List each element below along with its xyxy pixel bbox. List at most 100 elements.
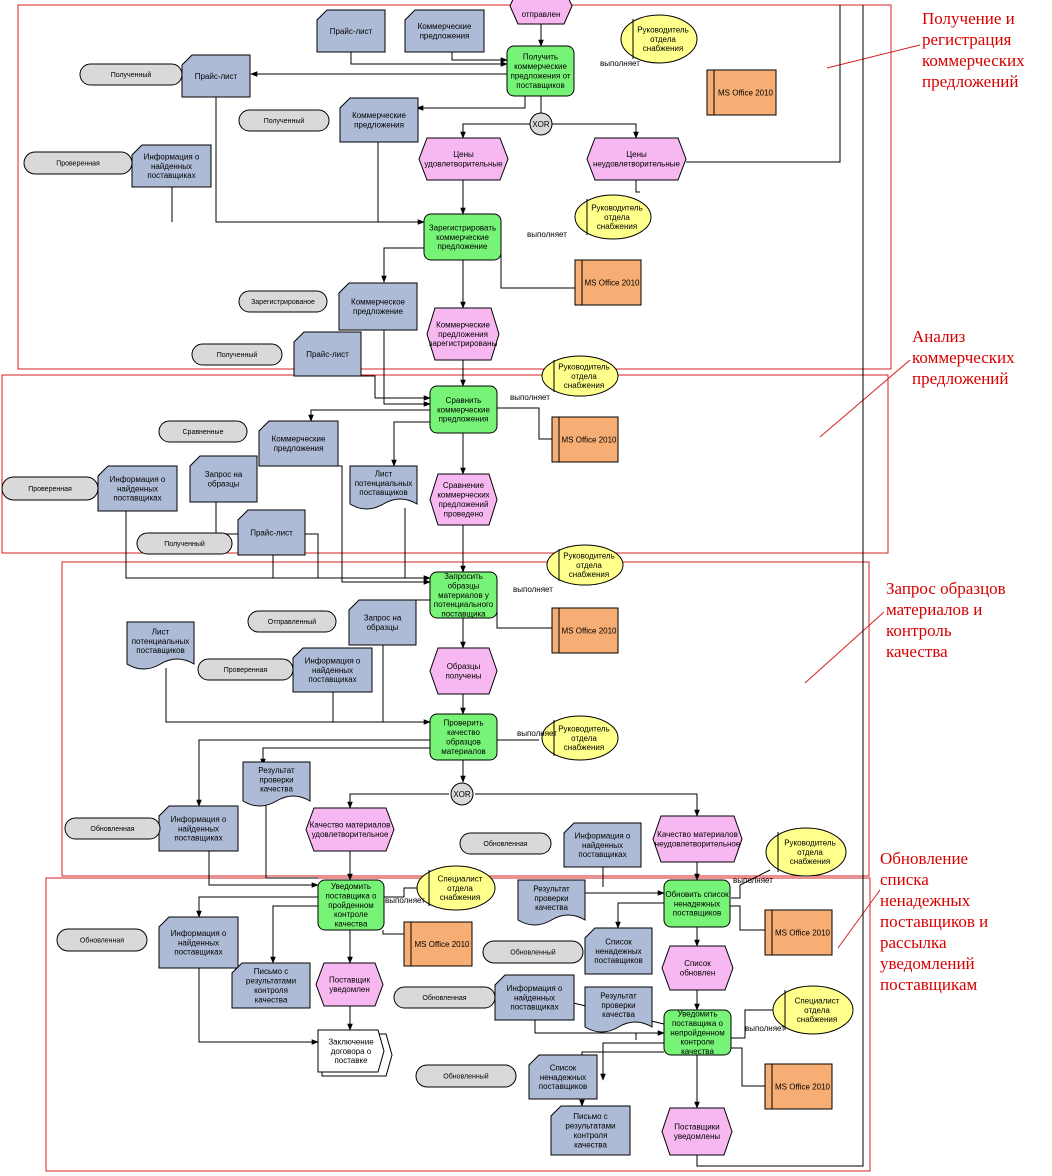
state-pill: [23, 151, 133, 175]
role-ellipse: [541, 355, 619, 397]
state-label: Полученный: [164, 540, 205, 548]
function-box: [429, 713, 498, 761]
document-shape: [293, 331, 362, 377]
connector-line: [730, 905, 765, 931]
document-shape: [563, 822, 642, 868]
application-label: MS Office 2010: [775, 928, 831, 937]
document-shape: [126, 621, 195, 670]
state-label: Обновленная: [483, 840, 527, 848]
connector-line: [382, 930, 404, 935]
function-box: [506, 45, 575, 97]
state-label: Проверенная: [224, 667, 268, 674]
application-box: [764, 909, 833, 956]
connector-line: [686, 5, 841, 163]
application-label: MS Office 2010: [562, 435, 618, 444]
state-label: Проверенная: [28, 486, 72, 493]
connector-line: [615, 902, 664, 929]
performs-label: выполняет: [733, 876, 773, 885]
event-hexagon: [315, 962, 384, 1007]
role-ellipse: [546, 544, 624, 586]
performs-label: выполняет: [513, 585, 553, 594]
document-shape: [231, 962, 311, 1009]
state-pill: [79, 63, 183, 86]
connector-line: [731, 1009, 780, 1039]
connector-line: [125, 511, 431, 581]
function-box: [317, 879, 385, 931]
annotation-leader: [826, 44, 921, 69]
labels: выполняетвыполняетвыполняетвыполняетвыпо…: [28, 10, 840, 1150]
document-shape: [517, 879, 586, 926]
performs-label: выполняет: [517, 729, 557, 738]
connector-line: [497, 407, 552, 440]
state-label: Полученный: [217, 351, 258, 359]
application-label: MS Office 2010: [562, 626, 618, 635]
connector-line: [350, 52, 508, 67]
state-pill: [393, 986, 496, 1009]
state-pill: [197, 658, 294, 681]
connector-line: [165, 668, 431, 725]
connector-line: [475, 793, 700, 817]
connector-line: [308, 409, 430, 422]
event-hexagon: [509, 0, 573, 25]
connector-line: [270, 905, 318, 964]
state-label: Полученный: [111, 71, 152, 79]
application-box: [403, 921, 473, 967]
function-box: [423, 213, 502, 261]
state-pill: [247, 610, 337, 633]
connector-line: [260, 747, 430, 766]
xor-operator: [450, 782, 474, 806]
document-shape: [97, 465, 178, 512]
xor-label: XOR: [453, 790, 471, 799]
shapes: [1, 0, 854, 1156]
connector-line: [381, 247, 424, 283]
connector-line: [383, 330, 431, 407]
application-box: [706, 69, 777, 116]
section-note-samples: Запрос образцов материалов и контроль ка…: [886, 579, 1006, 661]
document-shape: [189, 455, 258, 503]
function-box: [663, 879, 731, 928]
connector-line: [196, 739, 430, 807]
xor-label: XOR: [532, 120, 550, 129]
connector-line: [600, 1042, 664, 1081]
state-pill: [238, 109, 330, 132]
connector-line: [198, 968, 319, 1045]
document-shape: [316, 9, 386, 53]
document-shape: [131, 144, 212, 188]
role-ellipse: [772, 985, 854, 1035]
role-ellipse: [765, 827, 847, 877]
document-shape: [292, 647, 373, 693]
connector-line: [451, 52, 508, 63]
document-shape: [550, 1105, 631, 1156]
connector-line: [731, 1047, 765, 1087]
state-label: Зарегистрированое: [251, 299, 315, 306]
state-label: Сравненные: [183, 429, 224, 436]
xor-operator: [529, 112, 553, 136]
document-shape: [528, 1054, 598, 1100]
event-hexagon: [429, 473, 498, 526]
function-box: [429, 385, 498, 434]
